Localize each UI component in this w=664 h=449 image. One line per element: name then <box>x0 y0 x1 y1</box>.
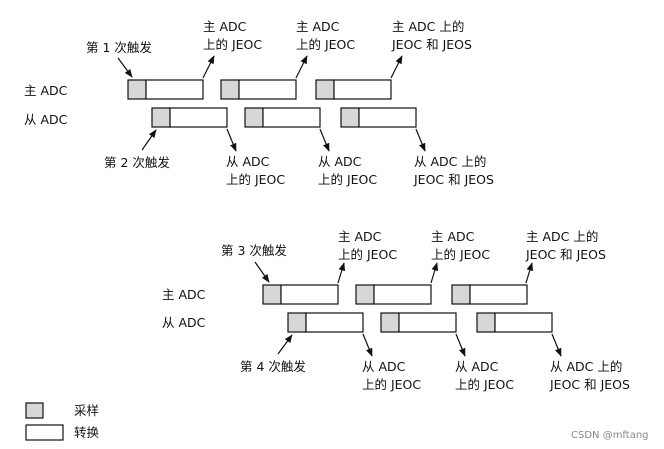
master-jeos-label-line2: JEOC 和 JEOS <box>525 247 606 262</box>
trigger-2-arrow <box>141 129 157 151</box>
legend: 采样 转换 <box>25 402 100 441</box>
master-conversion-block <box>220 79 297 100</box>
master-conversion-block <box>262 284 339 305</box>
master-jeos-label-line2: JEOC 和 JEOS <box>391 37 472 52</box>
master-conversion-block <box>127 79 204 100</box>
trigger-4-label: 第 4 次触发 <box>240 359 306 374</box>
master-jeoc-arrow <box>430 262 439 284</box>
slave-jeoc-arrow <box>455 333 466 357</box>
slave-adc-row-label-2: 从 ADC <box>162 315 206 330</box>
legend-sample-label: 采样 <box>74 403 99 418</box>
slave-jeos-label-line2: JEOC 和 JEOS <box>413 172 494 187</box>
trigger-2-label: 第 2 次触发 <box>104 155 170 170</box>
slave-adc-row-label-1: 从 ADC <box>24 112 68 127</box>
master-jeos-arrow <box>525 262 534 284</box>
trigger-3-arrow <box>254 261 270 283</box>
master-conversion-block <box>451 284 528 305</box>
slave-jeoc-label-line1: 从 ADC <box>318 154 362 169</box>
master-jeoc-label-line2: 上的 JEOC <box>296 37 355 52</box>
trigger-3-label: 第 3 次触发 <box>221 243 287 258</box>
master-adc-row-label-2: 主 ADC <box>162 287 206 302</box>
master-jeos-arrow <box>390 55 403 79</box>
master-jeoc-label-line2: 上的 JEOC <box>338 247 397 262</box>
slave-jeoc-label-line1: 从 ADC <box>455 359 499 374</box>
slave-jeoc-label-line2: 上的 JEOC <box>226 172 285 187</box>
master-jeoc-label-line2: 上的 JEOC <box>431 247 490 262</box>
watermark: CSDN @mftang <box>571 430 649 441</box>
master-jeoc-label-line1: 主 ADC <box>296 19 340 34</box>
slave-jeos-arrow <box>551 333 562 357</box>
slave-jeos-label-line2: JEOC 和 JEOS <box>549 377 630 392</box>
slave-conversion-block <box>340 107 417 128</box>
master-conversion-block <box>315 79 392 100</box>
slave-jeos-label-line1: 从 ADC 上的 <box>414 154 486 169</box>
master-jeoc-arrow <box>337 262 346 284</box>
slave-jeoc-label-line1: 从 ADC <box>362 359 406 374</box>
slave-conversion-block <box>287 312 364 333</box>
master-jeoc-arrow <box>295 55 308 79</box>
trigger-1-arrow <box>117 57 133 78</box>
trigger-1-label: 第 1 次触发 <box>86 40 152 55</box>
master-adc-row-label-1: 主 ADC <box>24 83 68 98</box>
slave-conversion-block <box>151 107 228 128</box>
master-jeoc-label-line1: 主 ADC <box>338 229 382 244</box>
legend-conversion-swatch <box>25 424 64 441</box>
master-jeoc-label-line2: 上的 JEOC <box>203 37 262 52</box>
master-jeoc-arrow <box>202 55 215 79</box>
legend-conversion-label: 转换 <box>74 425 100 440</box>
trigger-4-arrow <box>277 334 293 355</box>
master-conversion-block <box>355 284 432 305</box>
slave-jeoc-arrow <box>226 128 237 152</box>
slave-jeos-arrow <box>415 128 426 152</box>
slave-jeoc-label-line2: 上的 JEOC <box>455 377 514 392</box>
legend-sample-swatch <box>25 402 44 419</box>
master-jeos-label-line1: 主 ADC 上的 <box>526 229 598 244</box>
slave-jeoc-arrow <box>319 128 330 152</box>
master-jeos-label-line1: 主 ADC 上的 <box>392 19 464 34</box>
slave-jeoc-arrow <box>362 333 373 357</box>
slave-jeoc-label-line1: 从 ADC <box>226 154 270 169</box>
master-jeoc-label-line1: 主 ADC <box>431 229 475 244</box>
slave-conversion-block <box>476 312 553 333</box>
slave-jeoc-label-line2: 上的 JEOC <box>318 172 377 187</box>
slave-jeos-label-line1: 从 ADC 上的 <box>550 359 622 374</box>
slave-conversion-block <box>380 312 457 333</box>
slave-conversion-block <box>244 107 321 128</box>
slave-jeoc-label-line2: 上的 JEOC <box>362 377 421 392</box>
master-jeoc-label-line1: 主 ADC <box>203 19 247 34</box>
